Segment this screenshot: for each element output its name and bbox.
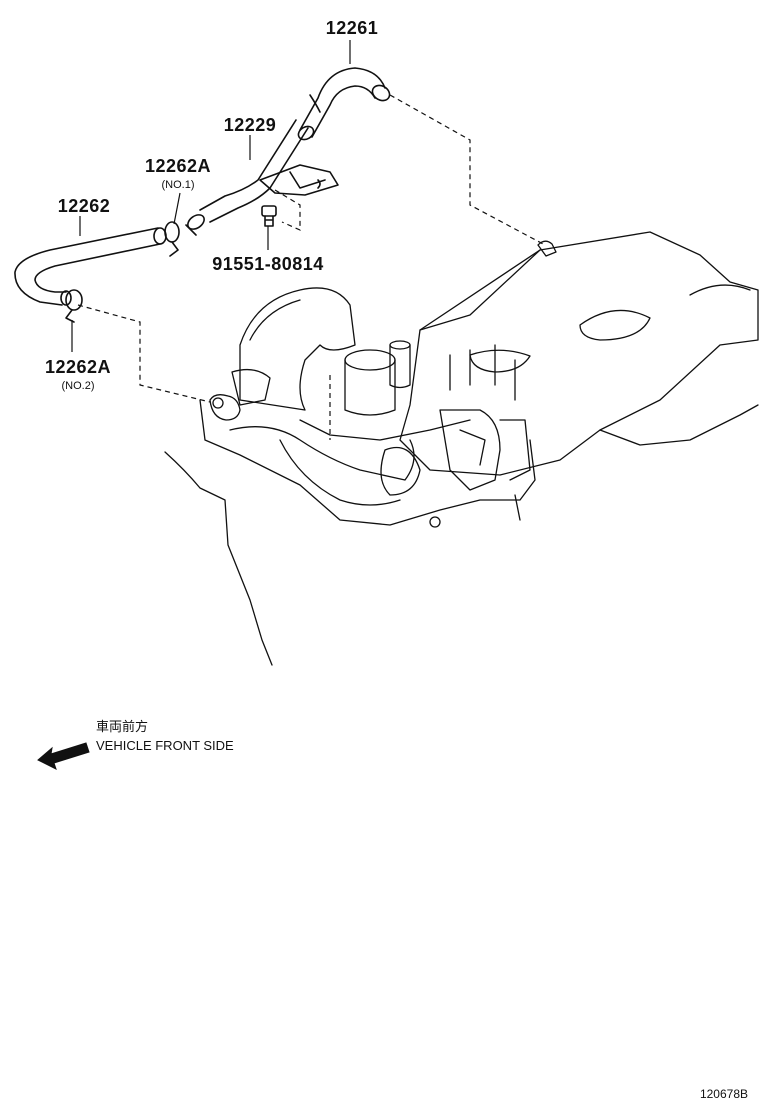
hose-12261 (297, 67, 391, 141)
label-12229: 12229 (224, 115, 277, 135)
bolt-91551-80814 (261, 205, 277, 227)
front-side-label-en: VEHICLE FRONT SIDE (96, 738, 234, 753)
arrow-left-icon (37, 742, 90, 770)
connection-lines (77, 94, 546, 440)
engine-assembly (164, 231, 759, 666)
label-12262a-no1: 12262A (145, 156, 211, 176)
bracket (259, 164, 339, 196)
hose-12229 (185, 119, 309, 236)
label-12262a-no2: 12262A (45, 357, 111, 377)
front-side-indicator: 車両前方 VEHICLE FRONT SIDE (37, 719, 234, 770)
hose-12262 (14, 227, 161, 306)
label-91551-80814: 91551-80814 (212, 254, 324, 274)
clamp-12262a-no2 (65, 289, 83, 323)
label-12262: 12262 (58, 196, 111, 216)
label-12261: 12261 (326, 18, 379, 38)
label-12262a-no2-sub: (NO.2) (62, 380, 95, 392)
illustration-reference-number: 120678B (700, 1087, 748, 1101)
label-12262a-no1-sub: (NO.1) (162, 179, 195, 191)
front-side-label-jp: 車両前方 (96, 719, 148, 734)
leader-lines (71, 40, 351, 352)
clamp-12262a-no1 (153, 221, 180, 257)
